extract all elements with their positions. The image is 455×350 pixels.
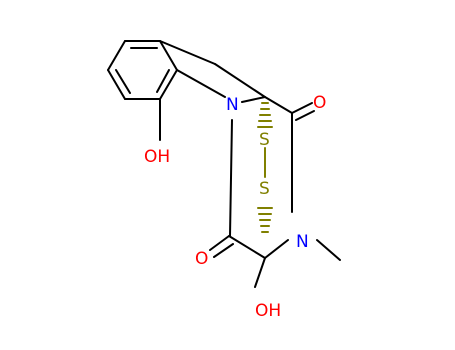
n-ring-label: N xyxy=(226,95,239,115)
s-upper-label: S xyxy=(259,130,270,150)
bond xyxy=(214,63,266,98)
double-bond-inner xyxy=(115,69,131,94)
bond xyxy=(295,110,315,121)
bond xyxy=(264,96,293,114)
bond xyxy=(254,257,266,288)
bond xyxy=(176,69,226,98)
carbonyl-bonds xyxy=(209,102,315,258)
bond xyxy=(316,239,341,261)
o-carbonyl-bottom-label: O xyxy=(195,249,208,269)
bond xyxy=(241,96,266,103)
double-bond-inner xyxy=(156,69,170,93)
oh-hydroxymethyl-label: OH xyxy=(255,301,281,321)
o-carbonyl-top-label: O xyxy=(313,93,326,113)
bond xyxy=(228,235,266,259)
bond xyxy=(159,40,178,71)
core-bonds xyxy=(159,40,341,288)
hashed-wedge-bonds xyxy=(257,102,273,233)
benzene-ring xyxy=(107,40,178,100)
oh-phenol-label: OH xyxy=(144,147,170,167)
bond xyxy=(209,235,230,251)
bond xyxy=(159,40,216,65)
bond xyxy=(107,40,126,71)
bond xyxy=(264,239,289,259)
bond xyxy=(229,119,233,237)
bond xyxy=(213,243,234,258)
n-methyl-label: N xyxy=(296,232,309,252)
bond xyxy=(291,102,313,114)
bond xyxy=(159,69,178,100)
s-lower-label: S xyxy=(259,179,270,199)
bond xyxy=(107,69,126,100)
